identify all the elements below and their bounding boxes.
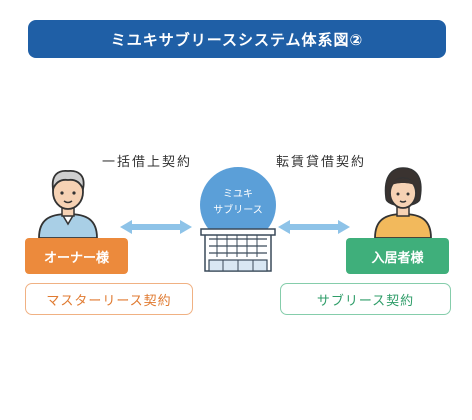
- building-icon: [200, 228, 276, 272]
- title-bar: ミユキサブリースシステム体系図②: [28, 20, 446, 58]
- page-title: ミユキサブリースシステム体系図②: [110, 30, 364, 49]
- sublease-relation-label: 転賃貸借契約: [276, 155, 367, 170]
- hub-label-line2: サブリース: [213, 203, 263, 216]
- bulk-lease-label: 一括借上契約: [102, 155, 193, 170]
- master-lease-label: マスターリース契約: [46, 293, 172, 309]
- sublease-contract: サブリース契約: [280, 283, 451, 315]
- hub-label-line1: ミユキ: [223, 189, 253, 200]
- tenant-person-icon: [374, 167, 432, 238]
- owner-badge-label: オーナー様: [43, 250, 109, 266]
- double-arrow-left-icon: [120, 220, 192, 234]
- tenant-badge: 入居者様: [346, 238, 449, 274]
- miyuki-hub: ミユキ サブリース: [200, 167, 276, 272]
- owner-person-icon: [38, 169, 98, 238]
- owner-badge: オーナー様: [25, 238, 128, 274]
- double-arrow-right-icon: [278, 220, 350, 234]
- master-lease-contract: マスターリース契約: [25, 283, 193, 315]
- sublease-contract-label: サブリース契約: [316, 293, 415, 309]
- tenant-badge-label: 入居者様: [371, 250, 424, 266]
